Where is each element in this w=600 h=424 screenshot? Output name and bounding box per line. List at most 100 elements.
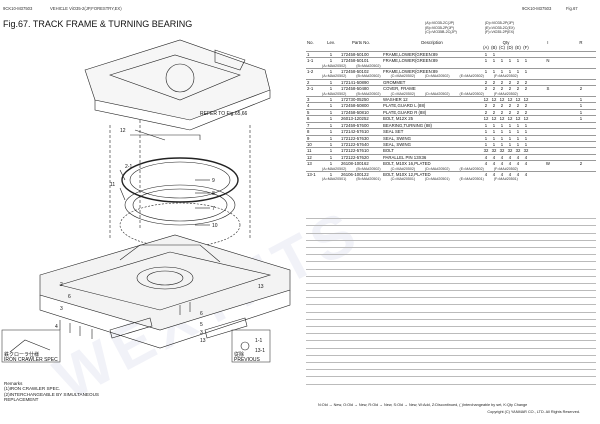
cell-qty: 2 [490,85,498,92]
cell-qty: 1 [506,128,514,135]
cell-qty: 2 [490,78,498,86]
serial-range: (F=MA#20502) [493,166,518,171]
serial-range: (A=MA#20502) [322,63,347,68]
cell-qty: 12 [514,115,522,123]
variant-b: (B)=ViO35-2P(JP) [425,25,454,30]
cell-i: N [530,57,566,64]
cell-qty: 1 [506,121,514,129]
blank-row [306,334,596,342]
blank-row [306,277,596,284]
cell-desc: FRAME,LOWER(GREEN:89 [382,68,482,75]
cell-qty: 1 [498,134,506,142]
cell-qty: 4 [498,170,506,178]
cell-qty: 2 [514,78,522,86]
cell-parts: 172730-05250 [340,96,382,103]
cell-qty: 1 [490,50,498,58]
cell-r: 1 [565,102,596,110]
cell-i [530,134,566,142]
cell-r [565,121,596,129]
cell-qty: 12 [490,115,498,123]
cell-no: 13 [306,160,322,167]
callout-6b: 6 [200,311,203,317]
cell-i [530,170,566,178]
parts-table: No. Lev. Parts No. Description Qty I R (… [306,40,596,182]
blank-row [306,262,596,270]
cell-qty: 2 [482,108,490,116]
copyright: Copyright (C) YANMAR CO., LTD. All Right… [487,410,580,414]
cell-qty: 1 [498,128,506,135]
page-title: Fig.67. TRACK FRAME & TURNING BEARING [3,19,193,29]
remarks: Remarks (1)IRON CRAWLER SPEC. (2)INTERCH… [4,381,99,403]
variant-f: (F)=ViO35-2P(EX) [484,30,515,35]
cell-qty: 2 [522,78,530,86]
cell-parts: 26106-100122 [340,170,382,178]
cell-i [530,153,566,161]
cell-qty: 1 [514,68,522,75]
cell-desc: SEAL, SWING [382,134,482,142]
cell-r: 2 [565,160,596,167]
cell-lev: 1 [322,140,340,148]
cell-qty: 1 [490,121,498,129]
serial-range-row: (A=MA#20502)(B=MA#20502) [306,64,596,69]
cell-qty: 2 [506,78,514,86]
blank-row [306,219,596,227]
blank-row [306,255,596,263]
cell-qty: 32 [498,147,506,155]
cell-qty: 4 [514,170,522,178]
cell-desc: COVER, FRAME [382,85,482,92]
cell-qty: 2 [498,108,506,116]
cell-parts: 172122-57630 [340,134,382,142]
cell-qty: 4 [506,160,514,167]
remarks-line-2: (2)INTERCHANGEABLE BY SIMULTANEOUS [4,391,99,397]
serial-range-row: (A=MA#20501)(B=MA#20501)(C=MA#20501)(D=M… [306,177,596,181]
cell-r: 1 [565,96,596,103]
cell-lev: 1 [322,153,340,161]
cell-parts: 172458-50800 [340,102,382,110]
cell-parts: 172458-50102 [340,68,382,75]
callout-8: 8 [212,191,215,197]
serial-range: (E=MA#20502) [459,91,484,96]
cell-qty: 1 [482,140,490,148]
cell-lev: 1 [322,102,340,110]
callout-1-1: 13 [258,284,264,290]
cell-r: 2 [565,85,596,92]
col-parts-no: Parts No. [352,40,370,45]
cell-qty: 1 [522,134,530,142]
cell-qty: 2 [490,108,498,116]
serial-range: (C=MA#20501) [390,177,416,182]
cell-qty: 2 [514,85,522,92]
cell-no: 12 [306,153,322,161]
cell-desc: SEAL, SWING [382,140,482,148]
callout-4: 4 [55,324,58,330]
cell-qty: 12 [514,96,522,103]
serial-range-row: (A=MA#20502)(B=MA#20502)(C=MA#20502)(D=M… [306,74,596,79]
cell-lev: 1 [322,57,340,64]
cell-desc: BOLT, M10X 12,PLATED [382,170,482,178]
serial-range: (F=MA#20502) [493,74,518,79]
code-right: 9CK10-M37503 [522,6,552,11]
cell-i: W [530,160,566,167]
serial-range: (C=MA#20502) [390,91,416,96]
cell-qty: 1 [498,57,506,64]
cell-qty: 1 [514,140,522,148]
cell-qty: 32 [490,147,498,155]
cell-qty: 32 [506,147,514,155]
cell-parts: 172459-57600 [340,121,382,129]
blank-row [306,212,596,220]
blank-row [306,363,596,371]
cell-r: 1 [565,115,596,123]
cell-lev: 1 [322,50,340,58]
cell-lev: 1 [322,147,340,155]
serial-range: (E=MA#20502) [459,74,484,79]
